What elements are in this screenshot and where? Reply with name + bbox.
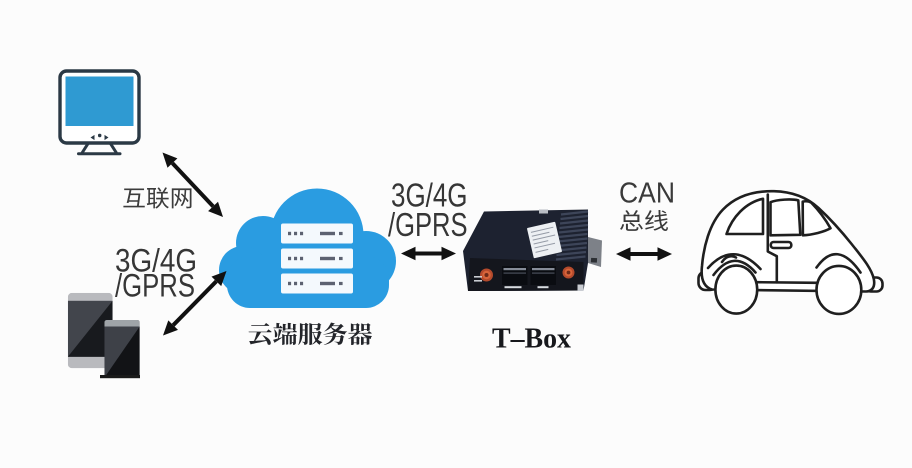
svg-text:/GPRS: /GPRS	[115, 268, 195, 304]
svg-text:T–Box: T–Box	[492, 323, 571, 355]
svg-text:CAN: CAN	[619, 178, 675, 210]
svg-text:3G/4G: 3G/4G	[115, 243, 197, 279]
svg-text:3G/4G: 3G/4G	[391, 177, 468, 214]
svg-text:/GPRS: /GPRS	[388, 206, 468, 243]
